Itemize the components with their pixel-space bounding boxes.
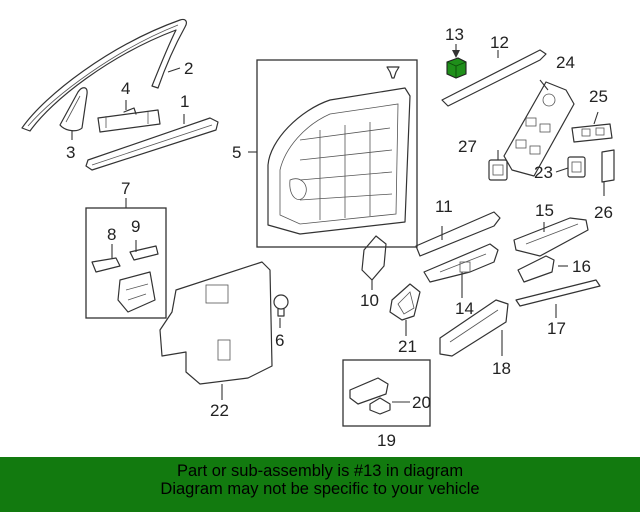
callout-10: 10 <box>360 291 379 310</box>
callout-6: 6 <box>275 331 284 350</box>
part-25-switch[interactable] <box>571 123 613 143</box>
part-18-lower-trim[interactable] <box>439 299 509 357</box>
callout-12: 12 <box>490 33 509 52</box>
part-7-bracket-kit[interactable] <box>85 207 167 319</box>
part-5-door-assembly[interactable] <box>256 59 418 248</box>
part-21-escutcheon[interactable] <box>389 283 421 321</box>
part-24-window-switch-panel[interactable] <box>503 81 575 177</box>
part-12-outer-molding[interactable] <box>441 49 547 107</box>
part-27-switch[interactable] <box>488 159 508 181</box>
callout-20: 20 <box>412 393 431 412</box>
part-14-handle-bracket[interactable] <box>423 243 499 283</box>
part-1-belt-molding[interactable] <box>85 117 219 171</box>
part-3-pillar-garnish[interactable] <box>59 87 88 132</box>
callout-26: 26 <box>594 203 613 222</box>
callout-13: 13 <box>445 25 464 44</box>
callout-11: 11 <box>435 197 453 216</box>
callout-21: 21 <box>398 337 417 356</box>
callout-27: 27 <box>458 137 477 156</box>
callout-5: 5 <box>232 143 241 162</box>
callout-7: 7 <box>121 179 130 198</box>
part-2-frame-molding[interactable] <box>21 18 187 132</box>
callout-16: 16 <box>572 257 591 276</box>
callout-1: 1 <box>180 92 189 111</box>
part-16-bracket[interactable] <box>517 255 555 283</box>
leader-lines <box>71 44 605 403</box>
part-17-lower-strip[interactable] <box>515 279 601 307</box>
callout-numbers: 1 2 3 4 5 6 7 8 9 10 11 12 13 14 15 16 1… <box>66 25 613 450</box>
callout-4: 4 <box>121 79 130 98</box>
info-banner: Part or sub-assembly is #13 in diagram D… <box>0 457 640 512</box>
callout-18: 18 <box>492 359 511 378</box>
part-13-highlighted[interactable] <box>446 57 467 79</box>
callout-15: 15 <box>535 201 554 220</box>
callout-14: 14 <box>455 299 474 318</box>
callout-3: 3 <box>66 143 75 162</box>
part-26-bracket[interactable] <box>601 149 615 183</box>
part-11-upper-trim[interactable] <box>415 211 501 257</box>
callout-2: 2 <box>184 59 193 78</box>
callout-22: 22 <box>210 401 229 420</box>
callout-25: 25 <box>589 87 608 106</box>
part-6-fastener[interactable] <box>273 294 289 317</box>
callout-17: 17 <box>547 319 566 338</box>
part-4-bracket[interactable] <box>97 107 161 133</box>
parts-diagram: 1 2 3 4 5 6 7 8 9 10 11 12 13 14 15 16 1… <box>21 18 615 450</box>
part-19-lamp-kit[interactable] <box>342 359 431 427</box>
banner-line-1: Part or sub-assembly is #13 in diagram <box>176 462 464 480</box>
callout-19: 19 <box>377 431 396 450</box>
callout-8: 8 <box>107 225 116 244</box>
part-23-switch[interactable] <box>567 156 586 178</box>
part-10-trim[interactable] <box>361 235 387 281</box>
callout-24: 24 <box>556 53 575 72</box>
banner-line-2: Diagram may not be specific to your vehi… <box>160 480 480 498</box>
part-22-water-shield[interactable] <box>159 261 273 385</box>
callout-23: 23 <box>534 163 553 182</box>
part-15-armrest[interactable] <box>513 217 589 257</box>
callout-9: 9 <box>131 217 140 236</box>
